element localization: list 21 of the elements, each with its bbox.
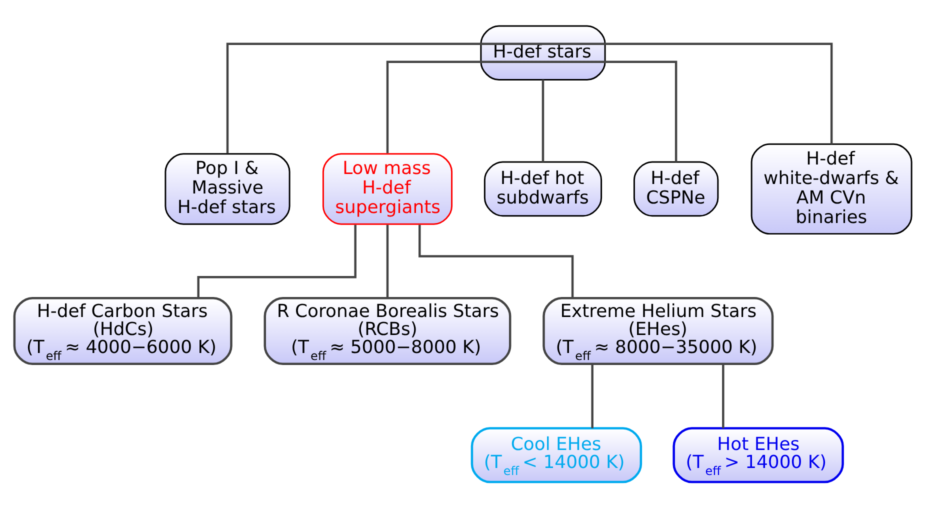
connector xyxy=(543,60,678,162)
connector xyxy=(542,79,544,162)
node-box: Cool EHes (T$_{eff}$ < 14000 K) xyxy=(470,426,642,483)
connector xyxy=(591,363,594,428)
node-box: Pop I & Massive H-def stars xyxy=(164,152,290,224)
node-box: H-def white-dwarfs & AM CVn binaries xyxy=(750,142,912,234)
node-box: H-def CSPNe xyxy=(633,160,719,216)
connector xyxy=(543,42,833,144)
node-box: Extreme Helium Stars (EHes) (T$_{eff}$ ≈ 8000−35000 K) xyxy=(542,296,774,365)
node-box: H-def Carbon Stars (HdCs) (T$_{eff}$ ≈ 4000−6000 K) xyxy=(13,296,232,365)
connector xyxy=(418,224,574,298)
node-box: H-def hot subdwarfs xyxy=(484,160,602,216)
node-box: R Coronae Borealis Stars (RCBs) (T$_{eff}$ ≈ 5000−8000 K) xyxy=(264,296,512,365)
connector xyxy=(226,42,543,153)
connector xyxy=(386,224,389,298)
connector xyxy=(386,60,543,153)
connector xyxy=(722,363,724,428)
connector xyxy=(197,224,356,298)
node-box: H-def stars xyxy=(480,24,606,80)
node-box: Hot EHes (T$_{eff}$ > 14000 K) xyxy=(672,426,844,483)
node-box: Low mass H-def supergiants xyxy=(322,152,453,224)
